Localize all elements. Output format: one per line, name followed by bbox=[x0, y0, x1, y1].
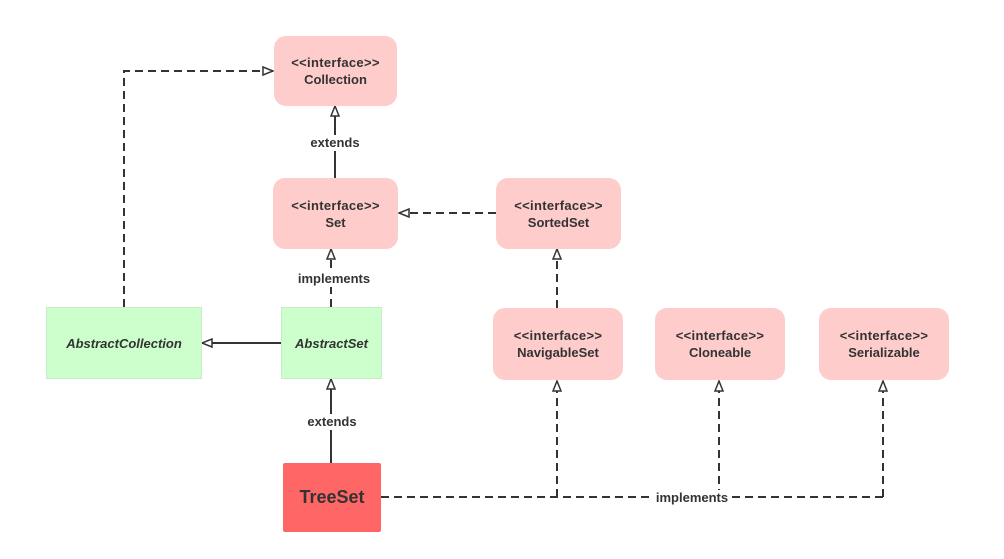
edge-abstractcollection-to-collection bbox=[123, 71, 273, 307]
node-cloneable[interactable]: <<interface>> Cloneable bbox=[655, 308, 785, 380]
node-collection[interactable]: <<interface>> Collection bbox=[274, 36, 397, 106]
node-name: AbstractSet bbox=[295, 335, 368, 351]
stereotype-label: <<interface>> bbox=[514, 197, 603, 213]
node-abstractset[interactable]: AbstractSet bbox=[281, 307, 382, 379]
node-name: Cloneable bbox=[688, 345, 752, 360]
node-name: TreeSet bbox=[299, 487, 365, 507]
node-name: Set bbox=[325, 214, 346, 230]
node-serializable[interactable]: <<interface>> Serializable bbox=[819, 308, 949, 380]
edge-label-set-extends-collection: extends bbox=[308, 135, 362, 151]
node-set[interactable]: <<interface>> Set bbox=[273, 178, 398, 249]
node-name: Serializable bbox=[848, 345, 920, 360]
edge-label-treeset-extends-abstractset: extends bbox=[305, 414, 359, 430]
stereotype-label: <<interface>> bbox=[291, 197, 380, 213]
node-navigableset[interactable]: <<interface>> NavigableSet bbox=[493, 308, 623, 380]
node-treeset[interactable]: TreeSet bbox=[283, 463, 381, 532]
node-name: SortedSet bbox=[527, 214, 590, 230]
stereotype-label: <<interface>> bbox=[675, 328, 765, 343]
stereotype-label: <<interface>> bbox=[291, 55, 380, 70]
stereotype-label: <<interface>> bbox=[513, 328, 603, 343]
node-name: Collection bbox=[304, 72, 367, 87]
node-name: AbstractCollection bbox=[66, 335, 182, 351]
edge-label-treeset-implements: implements bbox=[653, 490, 731, 506]
node-sortedset[interactable]: <<interface>> SortedSet bbox=[496, 178, 621, 249]
node-abstractcollection[interactable]: AbstractCollection bbox=[46, 307, 202, 379]
node-name: NavigableSet bbox=[517, 345, 599, 360]
stereotype-label: <<interface>> bbox=[839, 328, 929, 343]
edge-label-abstractset-implements-set: implements bbox=[295, 271, 373, 287]
